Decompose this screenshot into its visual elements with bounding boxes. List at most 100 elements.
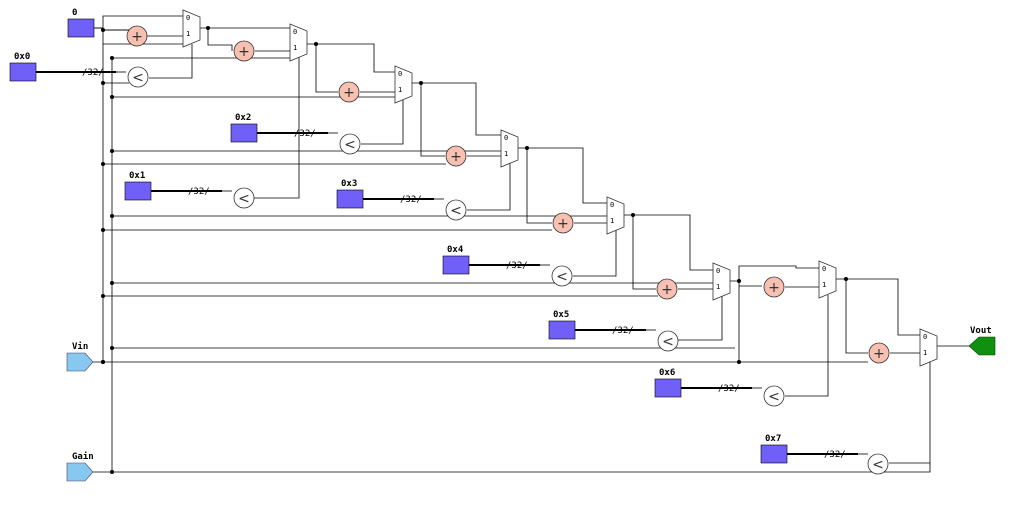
- comparator-4[interactable]: <: [445, 199, 467, 221]
- adder-8[interactable]: +: [868, 342, 890, 364]
- comparator-symbol: <: [662, 334, 674, 350]
- mux-body: [500, 129, 519, 168]
- comparator-5[interactable]: <: [551, 265, 573, 287]
- wire: [846, 278, 920, 336]
- comparator-8[interactable]: <: [867, 453, 889, 475]
- wire: [730, 280, 740, 362]
- input-port-gain[interactable]: Gain: [66, 451, 94, 482]
- junction-dot: [419, 81, 423, 85]
- mux-5[interactable]: 01: [606, 196, 625, 235]
- junction-dot: [314, 42, 318, 46]
- comparator-6[interactable]: <: [657, 330, 679, 352]
- junction-dot: [206, 26, 210, 30]
- constant-label: 0x6: [659, 368, 675, 378]
- constant-block: [67, 18, 95, 38]
- mux-6[interactable]: 01: [712, 262, 731, 301]
- wire: [149, 44, 193, 79]
- adder-2[interactable]: +: [233, 40, 255, 62]
- mux-input-1-label: 1: [822, 281, 826, 289]
- adder-1[interactable]: +: [126, 25, 148, 47]
- output-port-vout[interactable]: Vout: [968, 326, 996, 356]
- adder-circle: [868, 342, 890, 364]
- wire: [307, 43, 338, 93]
- wire: [316, 43, 395, 73]
- mux-body: [606, 196, 625, 235]
- junction-dot: [737, 360, 741, 364]
- output-port-shape: [968, 336, 996, 356]
- constant-cx5[interactable]: 0x5: [548, 310, 576, 340]
- mux-8[interactable]: 01: [919, 328, 938, 367]
- mux-input-1-label: 1: [610, 217, 614, 225]
- wire: [518, 147, 552, 224]
- wire: [93, 29, 129, 363]
- wire: [527, 147, 607, 204]
- input-port-label: Gain: [72, 451, 94, 462]
- comparator-1[interactable]: <: [127, 66, 149, 88]
- adder-symbol: +: [450, 149, 462, 165]
- output-port-label: Vout: [970, 326, 992, 336]
- wire: [785, 295, 829, 397]
- constant-label: 0: [72, 8, 77, 18]
- input-port-shape: [66, 352, 94, 372]
- constant-cx7[interactable]: 0x7: [760, 434, 788, 464]
- components: 00x0/32/<+01+01+01+01+01+01+01+010x2/32/…: [9, 8, 996, 482]
- junction-dot: [101, 360, 105, 364]
- comparator-symbol: <: [450, 203, 462, 219]
- bus-width-label: /32/: [718, 384, 740, 394]
- adder-circle: [126, 25, 148, 47]
- adder-3[interactable]: +: [338, 81, 360, 103]
- constant-cx6[interactable]: 0x6: [654, 368, 682, 398]
- adder-7[interactable]: +: [763, 276, 785, 298]
- mux-7[interactable]: 01: [818, 260, 837, 299]
- mux-input-1-label: 1: [504, 150, 508, 158]
- mux-2[interactable]: 01: [289, 23, 308, 62]
- comparator-circle: [867, 453, 889, 475]
- adder-4[interactable]: +: [445, 145, 467, 167]
- mux-1[interactable]: 01: [182, 9, 201, 48]
- comparator-symbol: <: [556, 269, 568, 285]
- junction-dot: [844, 277, 848, 281]
- wire: [112, 334, 931, 473]
- comparator-circle: [763, 385, 785, 407]
- mux-input-1-label: 1: [923, 349, 927, 357]
- constant-label: 0x1: [129, 171, 145, 181]
- comparator-7[interactable]: <: [763, 385, 785, 407]
- wire: [738, 265, 819, 281]
- adder-5[interactable]: +: [552, 212, 574, 234]
- mux-body: [394, 65, 413, 104]
- mux-input-1-label: 1: [398, 86, 402, 94]
- mux-4[interactable]: 01: [500, 129, 519, 168]
- wire: [93, 58, 113, 473]
- comparator-symbol: <: [344, 137, 356, 153]
- mux-3[interactable]: 01: [394, 65, 413, 104]
- adder-symbol: +: [131, 29, 143, 45]
- comparator-3[interactable]: <: [233, 187, 255, 209]
- bus-width-label: /32/: [506, 261, 528, 271]
- wire: [421, 82, 501, 136]
- wires: [36, 15, 970, 474]
- comparator-circle: [127, 66, 149, 88]
- comparator-symbol: <: [872, 457, 884, 473]
- constant-block: [548, 320, 576, 340]
- input-port-vin[interactable]: Vin: [66, 341, 94, 372]
- adder-6[interactable]: +: [656, 278, 678, 300]
- comparator-2[interactable]: <: [339, 133, 361, 155]
- constant-cx0[interactable]: 0x0: [9, 52, 37, 82]
- junction-dot: [110, 214, 114, 218]
- junction-dot: [110, 346, 114, 350]
- constant-cx2[interactable]: 0x2: [230, 113, 258, 143]
- mux-input-0-label: 0: [186, 14, 190, 22]
- adder-circle: [656, 278, 678, 300]
- constant-block: [230, 123, 258, 143]
- bus-width-label: /32/: [294, 129, 316, 139]
- junction-dot: [525, 146, 529, 150]
- wire: [254, 56, 300, 199]
- adder-circle: [233, 40, 255, 62]
- junction-dot: [101, 162, 105, 166]
- constant-cx3[interactable]: 0x3: [336, 179, 364, 209]
- constant-c0[interactable]: 0: [67, 8, 95, 38]
- adder-circle: [445, 145, 467, 167]
- constant-cx4[interactable]: 0x4: [442, 245, 470, 275]
- constant-label: 0x2: [235, 113, 251, 123]
- constant-cx1[interactable]: 0x1: [124, 171, 152, 201]
